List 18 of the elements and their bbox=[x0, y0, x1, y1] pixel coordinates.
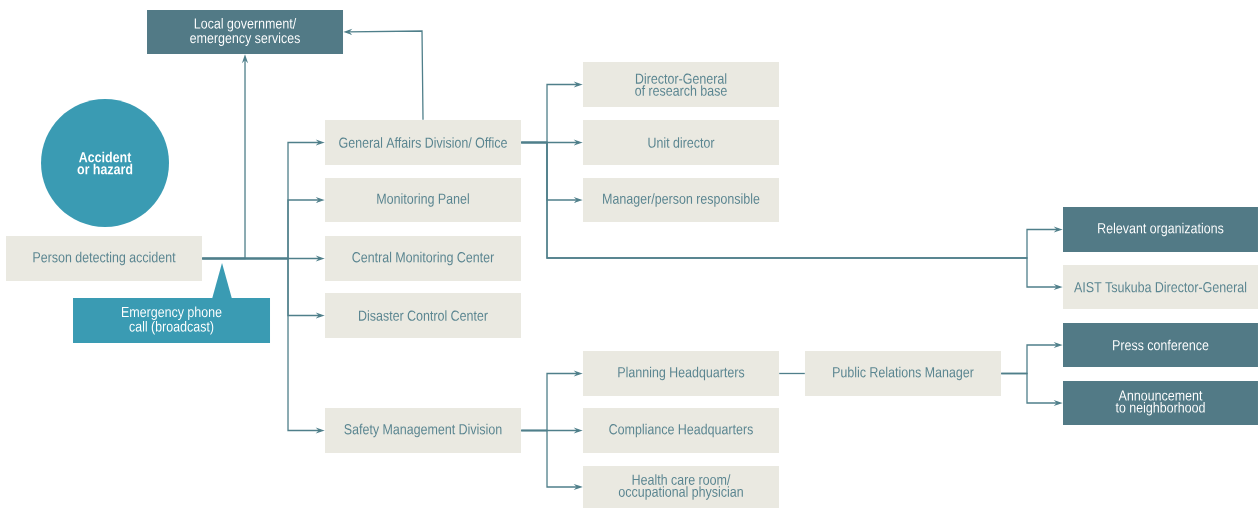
process-box: Manager/person responsible bbox=[583, 178, 779, 222]
process-box: General Affairs Division/ Office bbox=[325, 120, 521, 165]
target-box: Press conference bbox=[1063, 323, 1258, 367]
process-box: Safety Management Division bbox=[325, 408, 521, 453]
process-box: Central Monitoring Center bbox=[325, 236, 521, 281]
process-box: Monitoring Panel bbox=[325, 178, 521, 222]
process-box: Director-General of research base bbox=[583, 62, 779, 107]
target-box: Announcement to neighborhood bbox=[1063, 381, 1258, 425]
target-box: Local government/ emergency services bbox=[147, 10, 343, 54]
process-box: AIST Tsukuba Director-General bbox=[1063, 265, 1258, 309]
process-box: Disaster Control Center bbox=[325, 293, 521, 338]
target-box: Relevant organizations bbox=[1063, 207, 1258, 252]
process-box: Health care room/ occupational physician bbox=[583, 466, 779, 508]
process-box: Person detecting accident bbox=[6, 236, 202, 281]
process-box: Planning Headquarters bbox=[583, 351, 779, 396]
process-box: Compliance Headquarters bbox=[583, 408, 779, 453]
process-box: Public Relations Manager bbox=[805, 351, 1001, 396]
process-box: Unit director bbox=[583, 120, 779, 165]
